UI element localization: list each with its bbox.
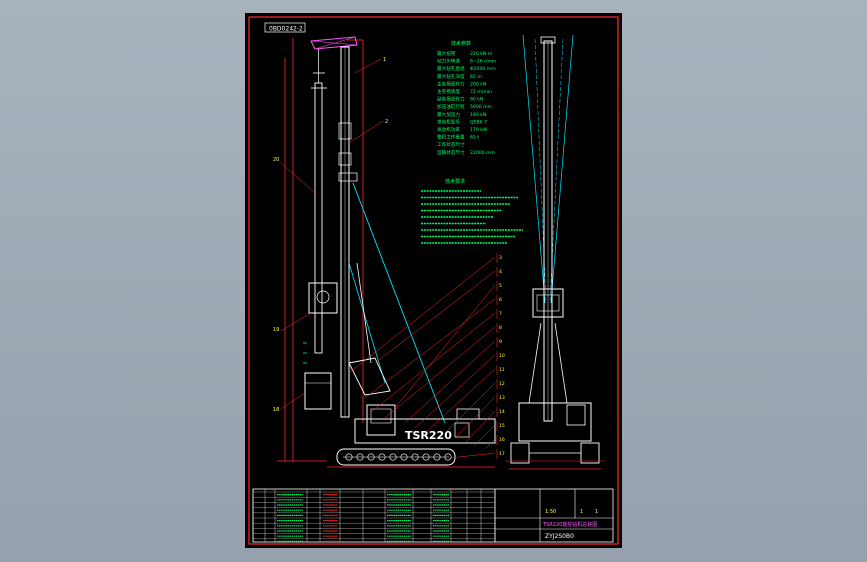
spec-label: 运输状态尺寸 [437,149,465,156]
title-sheets: 1 [595,509,598,515]
callout-number: 13 [499,395,505,401]
spec-label: 动力头转速 [437,58,460,65]
spec-label: 最大加压力 [437,111,460,118]
callout-leader [454,396,496,439]
callout-number: 12 [499,381,505,387]
callout-leader [384,326,496,419]
callout-leader [374,270,496,364]
callout-leader [474,424,496,446]
callout-leader [348,256,496,374]
spec-value: 80 kN [470,97,483,103]
spec-label: 整机工作重量 [437,134,465,141]
spec-label: 主卷扬速度 [437,88,460,95]
spec-value: 72 m/min [470,89,492,95]
callout-leader [364,298,496,399]
spec-label: 最大钻孔直径 [437,65,465,72]
technical-requirements-block: 技术要求 [421,178,523,244]
callout-leaders [280,58,498,459]
technical-parameters-block: 技术参数 最大扭矩 220 kN·m 动力头转速 6~26 r/min 最大钻孔直径 Φ2… [437,40,496,156]
spec-value: 65 t [470,135,479,141]
callout-number: 15 [499,423,505,429]
callout-number: 17 [499,451,505,457]
spec-value: 5000 mm [470,104,493,110]
notes-header: 技术要求 [445,178,465,185]
specs-header: 技术参数 [451,40,471,47]
callout-number: 5 [499,283,502,289]
callout-number: 7 [499,311,502,317]
callout-number: 8 [499,325,502,331]
callout-number: 3 [499,255,502,261]
spec-label: 主卷扬提升力 [437,80,465,87]
title-block: 1:50 1 1 TSR220旋挖钻机总装图 ZYJ2S0B0 [252,488,614,543]
callout-20: 20 [273,157,279,163]
cad-drawing-sheet: 0BD0242-2 [245,13,622,548]
spec-value: 179 kW [470,127,488,133]
spec-value: 180 kN [470,112,486,118]
right-callout-column: 3 4 5 6 7 8 9 10 11 12 13 14 15 16 17 [499,255,505,457]
front-view [505,34,605,470]
callout-leader [414,354,496,429]
callout-18: 18 [273,407,279,413]
callout-leader [449,452,496,459]
spec-label: 副卷扬提升力 [437,96,465,103]
machine-label: TSR220 [405,429,452,442]
spec-label: 发动机功率 [437,126,460,133]
spec-label: 最大钻孔深度 [437,73,465,80]
title-part-code: ZYJ2S0B0 [545,533,574,540]
callout-19: 19 [273,327,279,333]
spec-value: 200 kN [470,81,486,87]
drawing-border [248,16,619,545]
spec-value: QSB6.7 [470,119,487,125]
drawing-code-text: 0BD0242-2 [269,26,303,33]
spec-label: 发动机型号 [437,118,460,125]
drawing-canvas: 0BD0242-2 [248,16,619,545]
callout-number: 10 [499,353,505,359]
callout-1: 1 [383,57,386,63]
spec-value: 65 m [470,74,482,80]
callout-leader [369,312,496,414]
callout-number: 6 [499,297,502,303]
callout-number: 14 [499,409,505,415]
spec-value: 220 kN·m [470,51,493,57]
callout-leader [394,284,496,409]
callout-2: 2 [385,119,388,125]
spec-label: 工作状态尺寸 [437,141,465,148]
spec-value: 6~26 r/min [470,59,496,65]
spec-value: Φ2000 mm [470,66,496,72]
callout-number: 11 [499,367,505,373]
callout-leader [484,438,496,450]
title-sheet: 1 [580,509,583,515]
callout-number: 9 [499,339,502,345]
drawing-code-box [264,22,306,33]
title-scale: 1:50 [545,509,556,515]
spec-label: 最大扭矩 [437,50,456,57]
title-drawing-name: TSR220旋挖钻机总装图 [542,521,597,528]
callout-leader [424,368,496,434]
callout-leader [444,382,496,434]
spec-label: 加压油缸行程 [437,103,465,110]
callout-leader [404,340,496,424]
callout-number: 4 [499,269,502,275]
spec-value: 22000 mm [470,150,496,156]
callout-leader [464,410,496,444]
callout-number: 16 [499,437,505,443]
